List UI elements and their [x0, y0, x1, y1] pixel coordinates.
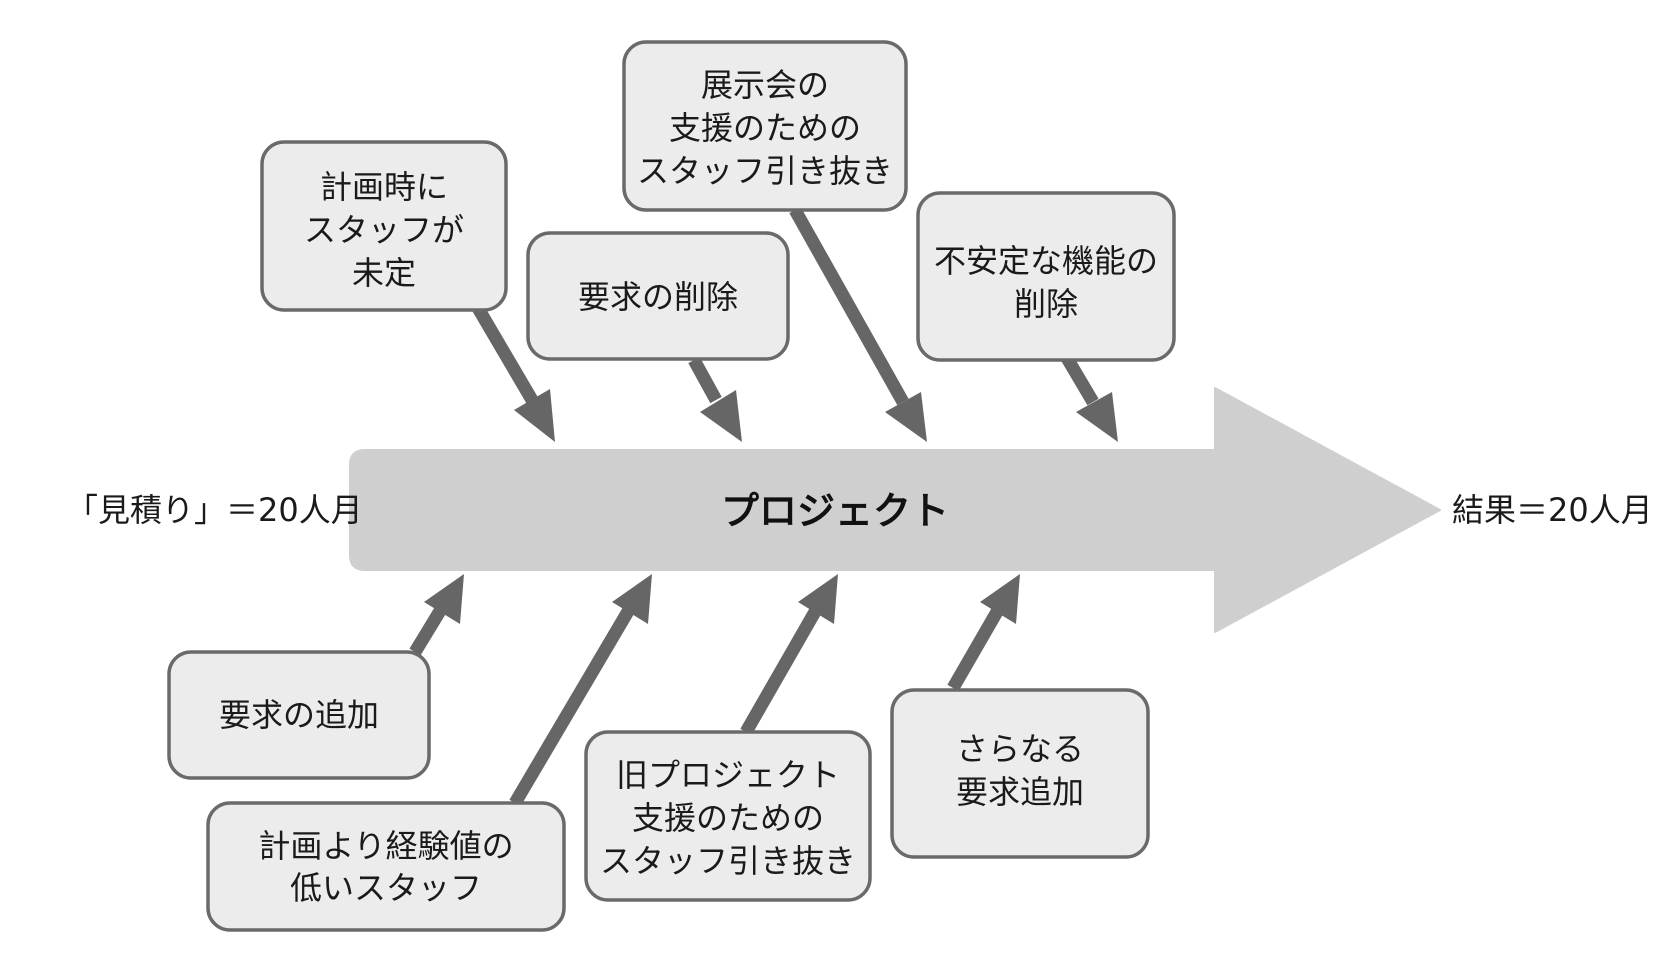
cause-arrow — [509, 604, 636, 807]
cause-requirement-removal: 要求の削除 — [526, 231, 790, 442]
estimate-label: 「見積り」＝20人月 — [66, 491, 363, 529]
cause-text: 旧プロジェクト — [616, 756, 840, 794]
spine-label: プロジェクト — [721, 489, 949, 533]
cause-text: さらなる — [956, 730, 1084, 768]
cause-arrow — [688, 356, 722, 404]
cause-text: スタッフ引き抜き — [600, 842, 856, 880]
cause-box — [206, 801, 566, 932]
cause-box — [622, 40, 908, 212]
arrow-head — [885, 392, 927, 442]
cause-text: スタッフが — [304, 211, 464, 249]
arrow-head — [798, 574, 838, 624]
cause-text: 未定 — [352, 254, 416, 292]
cause-box — [260, 140, 508, 312]
cause-box — [890, 688, 1150, 859]
cause-arrow — [472, 304, 538, 404]
cause-text: 要求追加 — [956, 773, 1084, 811]
cause-box — [526, 231, 790, 361]
cause-text: 不安定な機能の — [934, 242, 1158, 280]
cause-text: スタッフ引き抜き — [637, 152, 893, 190]
cause-arrow — [1061, 354, 1099, 406]
cause-text: 支援のための — [632, 799, 824, 837]
cause-text: 削除 — [1014, 285, 1078, 323]
cause-arrow — [409, 602, 449, 656]
project-spine-arrow — [349, 387, 1441, 633]
cause-text: 計画時に — [320, 168, 448, 206]
arrow-head — [700, 390, 742, 442]
arrow-head — [1076, 392, 1118, 442]
arrow-head — [514, 389, 555, 442]
cause-staff-undecided: 計画時に スタッフが 未定 — [260, 140, 555, 442]
cause-box — [167, 650, 431, 780]
cause-text: 展示会の — [701, 66, 829, 104]
cause-exhibition-staff: 展示会の 支援のための スタッフ引き抜き — [622, 40, 927, 442]
cause-further-requirement-addition: さらなる 要求追加 — [890, 574, 1150, 859]
result-label: 結果＝20人月 — [1452, 491, 1653, 529]
cause-old-project-staff: 旧プロジェクト 支援のための スタッフ引き抜き — [584, 574, 872, 902]
arrow-head — [612, 574, 652, 624]
cause-arrow — [789, 206, 909, 406]
arrow-head — [980, 574, 1020, 624]
cause-box — [916, 191, 1176, 362]
cause-arrow — [740, 606, 822, 736]
cause-text: 要求の削除 — [578, 278, 738, 316]
arrow-head — [424, 574, 464, 624]
cause-arrow — [947, 606, 1004, 692]
cause-box — [584, 730, 872, 902]
cause-text: 要求の追加 — [219, 696, 379, 734]
cause-text: 低いスタッフ — [290, 869, 482, 907]
cause-text: 支援のための — [669, 109, 861, 147]
cause-text: 計画より経験値の — [258, 827, 513, 865]
cause-unstable-feature-removal: 不安定な機能の 削除 — [916, 191, 1176, 442]
cause-low-experience-staff: 計画より経験値の 低いスタッフ — [206, 574, 652, 932]
cause-requirement-addition: 要求の追加 — [167, 574, 464, 780]
